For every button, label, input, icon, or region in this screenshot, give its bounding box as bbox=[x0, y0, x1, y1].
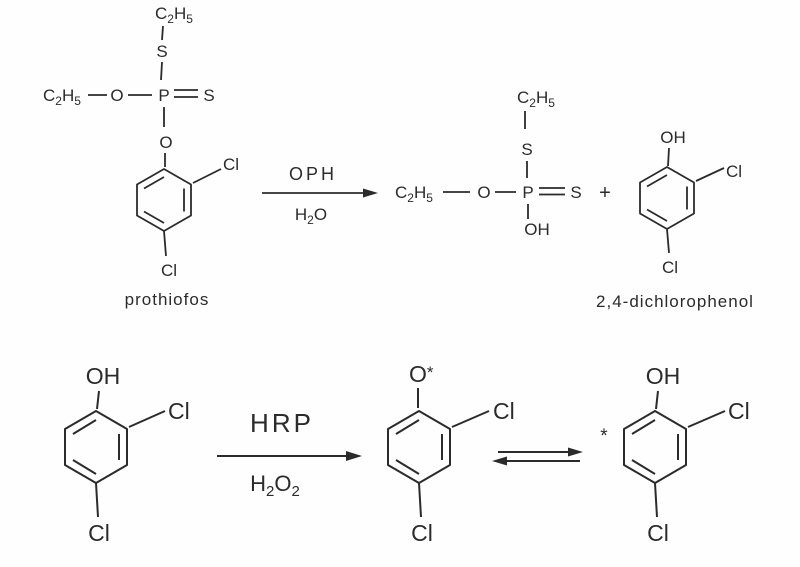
radical-star: * bbox=[600, 426, 608, 447]
dichlorophenol-bonds bbox=[64, 390, 166, 518]
enzyme-label-oph: OPH bbox=[289, 164, 337, 184]
formula-part: H bbox=[250, 471, 266, 496]
molecule-name-prothiofos: prothiofos bbox=[125, 290, 210, 309]
reagent-formula-h2o2: H2O2 bbox=[250, 471, 300, 500]
atom-label-cl: Cl bbox=[493, 398, 515, 424]
equilibrium-reverse-head-icon bbox=[492, 456, 507, 466]
atom-label-cl: Cl bbox=[161, 261, 177, 280]
formula-part-sub: 2 bbox=[529, 96, 536, 110]
atom-label-p: P bbox=[158, 86, 169, 105]
phenoxy-radical-bonds bbox=[387, 388, 490, 518]
formula-part: C bbox=[43, 86, 55, 105]
formula-part-sub: 2 bbox=[292, 483, 300, 500]
arrow-head-icon bbox=[363, 188, 378, 198]
formula-part-sub: 2 bbox=[407, 191, 414, 205]
reaction1-arrow: OPH H2O bbox=[262, 164, 378, 227]
atom-label-cl: Cl bbox=[168, 398, 190, 424]
structure-phosphorothioate-product: C2H5 S C2H5 O P S OH bbox=[395, 88, 582, 239]
atom-label-cl: Cl bbox=[662, 258, 678, 277]
formula-part-sub: 2 bbox=[167, 12, 174, 26]
atom-label-oh: OH bbox=[660, 128, 686, 147]
formula-part: H bbox=[536, 88, 548, 107]
atom-label-o: O bbox=[110, 86, 123, 105]
structure-prothiofos: C2H5 S C2H5 O P S O Cl Cl prothiofos bbox=[43, 4, 239, 309]
formula-part-sub: 5 bbox=[548, 96, 555, 110]
ethyl-group-label-top: C2H5 bbox=[155, 4, 193, 26]
atom-label-cl: Cl bbox=[223, 155, 239, 174]
formula-part: H bbox=[295, 205, 307, 224]
plus-sign: + bbox=[599, 182, 611, 204]
atom-label-oh: OH bbox=[646, 363, 681, 389]
equilibrium-forward-head-icon bbox=[568, 447, 583, 457]
atom-label-s: S bbox=[570, 183, 581, 202]
atom-label-cl: Cl bbox=[88, 520, 110, 546]
structure-dichlorophenol: OH Cl Cl 2,4-dichlorophenol bbox=[596, 128, 754, 311]
reaction2-arrow: HRP H2O2 bbox=[217, 408, 362, 500]
product-bonds bbox=[443, 111, 565, 219]
resonance-form-bonds bbox=[623, 390, 726, 518]
radical-star: * bbox=[427, 363, 434, 382]
formula-part-sub: 5 bbox=[186, 12, 193, 26]
structure-dichlorophenol-2: OH Cl Cl bbox=[64, 363, 190, 546]
arrow-head-icon bbox=[346, 451, 362, 461]
formula-part: H bbox=[414, 183, 426, 202]
formula-part-sub: 5 bbox=[74, 94, 81, 108]
atom-label-cl: Cl bbox=[726, 162, 742, 181]
formula-part: C bbox=[517, 88, 529, 107]
atom-label-oh: OH bbox=[524, 220, 550, 239]
atom-label-s: S bbox=[156, 42, 167, 61]
formula-part-sub: 5 bbox=[426, 191, 433, 205]
atom-label-s: S bbox=[521, 140, 532, 159]
atom-label-cl: Cl bbox=[411, 520, 433, 546]
formula-part: O bbox=[409, 361, 427, 387]
reagent-formula-h2o: H2O bbox=[295, 205, 327, 227]
structure-radical-resonance-form: OH * Cl Cl bbox=[600, 363, 749, 546]
atom-label-o-radical: O* bbox=[409, 361, 434, 387]
ethyl-group-label-left: C2H5 bbox=[395, 183, 433, 205]
ethyl-group-label-left: C2H5 bbox=[43, 86, 81, 108]
formula-part: C bbox=[155, 4, 167, 23]
formula-part: O bbox=[274, 471, 291, 496]
atom-label-cl: Cl bbox=[647, 520, 669, 546]
molecule-name-dichlorophenol: 2,4-dichlorophenol bbox=[596, 292, 754, 311]
dichlorophenol-bonds bbox=[639, 147, 725, 254]
atom-label-cl: Cl bbox=[728, 398, 750, 424]
formula-part-sub: 2 bbox=[55, 94, 62, 108]
atom-label-o: O bbox=[159, 133, 172, 152]
prothiofos-bonds bbox=[88, 25, 222, 257]
formula-part-sub: 2 bbox=[307, 213, 314, 227]
enzyme-label-hrp: HRP bbox=[250, 408, 314, 438]
formula-part: O bbox=[314, 205, 327, 224]
formula-part: H bbox=[174, 4, 186, 23]
formula-part: C bbox=[395, 183, 407, 202]
formula-part-sub: 2 bbox=[266, 483, 274, 500]
ethyl-group-label-top: C2H5 bbox=[517, 88, 555, 110]
atom-label-oh: OH bbox=[86, 363, 121, 389]
atom-label-o: O bbox=[477, 183, 490, 202]
structure-phenoxy-radical: O* Cl Cl bbox=[387, 361, 515, 546]
atom-label-s: S bbox=[203, 86, 214, 105]
atom-label-p: P bbox=[522, 183, 533, 202]
formula-part: H bbox=[62, 86, 74, 105]
equilibrium-arrows bbox=[492, 447, 583, 466]
